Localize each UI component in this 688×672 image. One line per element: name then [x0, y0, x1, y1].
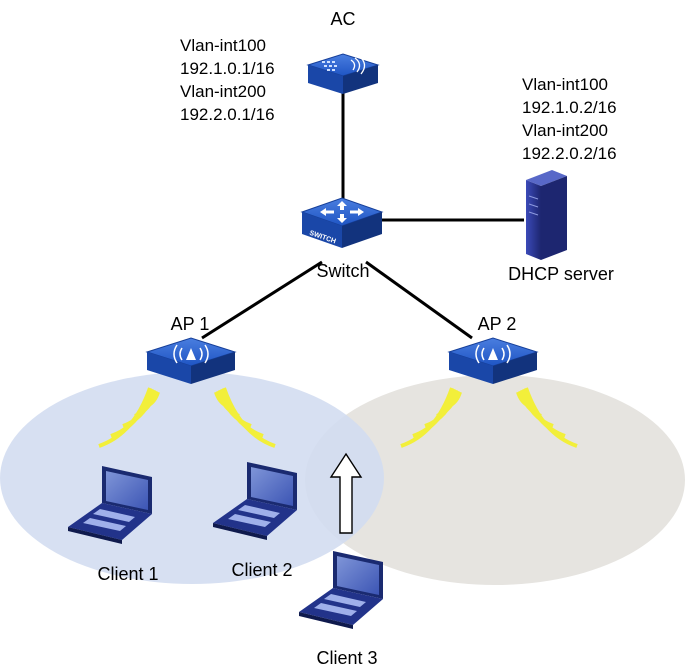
svg-text:192.2.0.1/16: 192.2.0.1/16	[180, 105, 275, 124]
switch-device-icon: SWITCH	[300, 197, 384, 248]
svg-text:Vlan-int200: Vlan-int200	[180, 82, 266, 101]
dhcp-config-text: Vlan-int100 192.1.0.2/16 Vlan-int200 192…	[522, 75, 617, 163]
link-switch-ap1	[201, 260, 323, 340]
svg-text:192.1.0.2/16: 192.1.0.2/16	[522, 98, 617, 117]
svg-text:Vlan-int200: Vlan-int200	[522, 121, 608, 140]
ac-device-icon	[306, 53, 380, 94]
svg-text:Vlan-int100: Vlan-int100	[522, 75, 608, 94]
client3-laptop-icon	[299, 551, 383, 629]
ap2-coverage-area	[305, 375, 685, 585]
svg-text:192.1.0.1/16: 192.1.0.1/16	[180, 59, 275, 78]
switch-label: Switch	[316, 261, 369, 281]
client3-label: Client 3	[316, 648, 377, 668]
client2-label: Client 2	[231, 560, 292, 580]
ap1-coverage-area	[0, 372, 384, 584]
client1-laptop-icon	[68, 466, 152, 544]
ap1-signal-right-icon	[214, 387, 276, 448]
dhcp-server-label: DHCP server	[508, 264, 614, 284]
ap1-device-icon	[145, 337, 237, 384]
ac-config-text: Vlan-int100 192.1.0.1/16 Vlan-int200 192…	[180, 36, 275, 124]
link-switch-ap2	[365, 260, 473, 340]
ap2-device-icon	[447, 337, 539, 384]
svg-text:192.2.0.2/16: 192.2.0.2/16	[522, 144, 617, 163]
dhcp-server-icon	[526, 170, 567, 260]
ap2-signal-left-icon	[400, 387, 462, 448]
ap2-label: AP 2	[478, 314, 517, 334]
ap2-signal-right-icon	[516, 387, 578, 448]
links	[201, 92, 524, 340]
svg-text:Vlan-int100: Vlan-int100	[180, 36, 266, 55]
ap1-signal-left-icon	[98, 387, 160, 448]
ap1-label: AP 1	[171, 314, 210, 334]
ac-label: AC	[330, 9, 355, 29]
client2-laptop-icon	[213, 462, 297, 540]
roaming-arrow-icon	[329, 452, 363, 534]
client1-label: Client 1	[97, 564, 158, 584]
